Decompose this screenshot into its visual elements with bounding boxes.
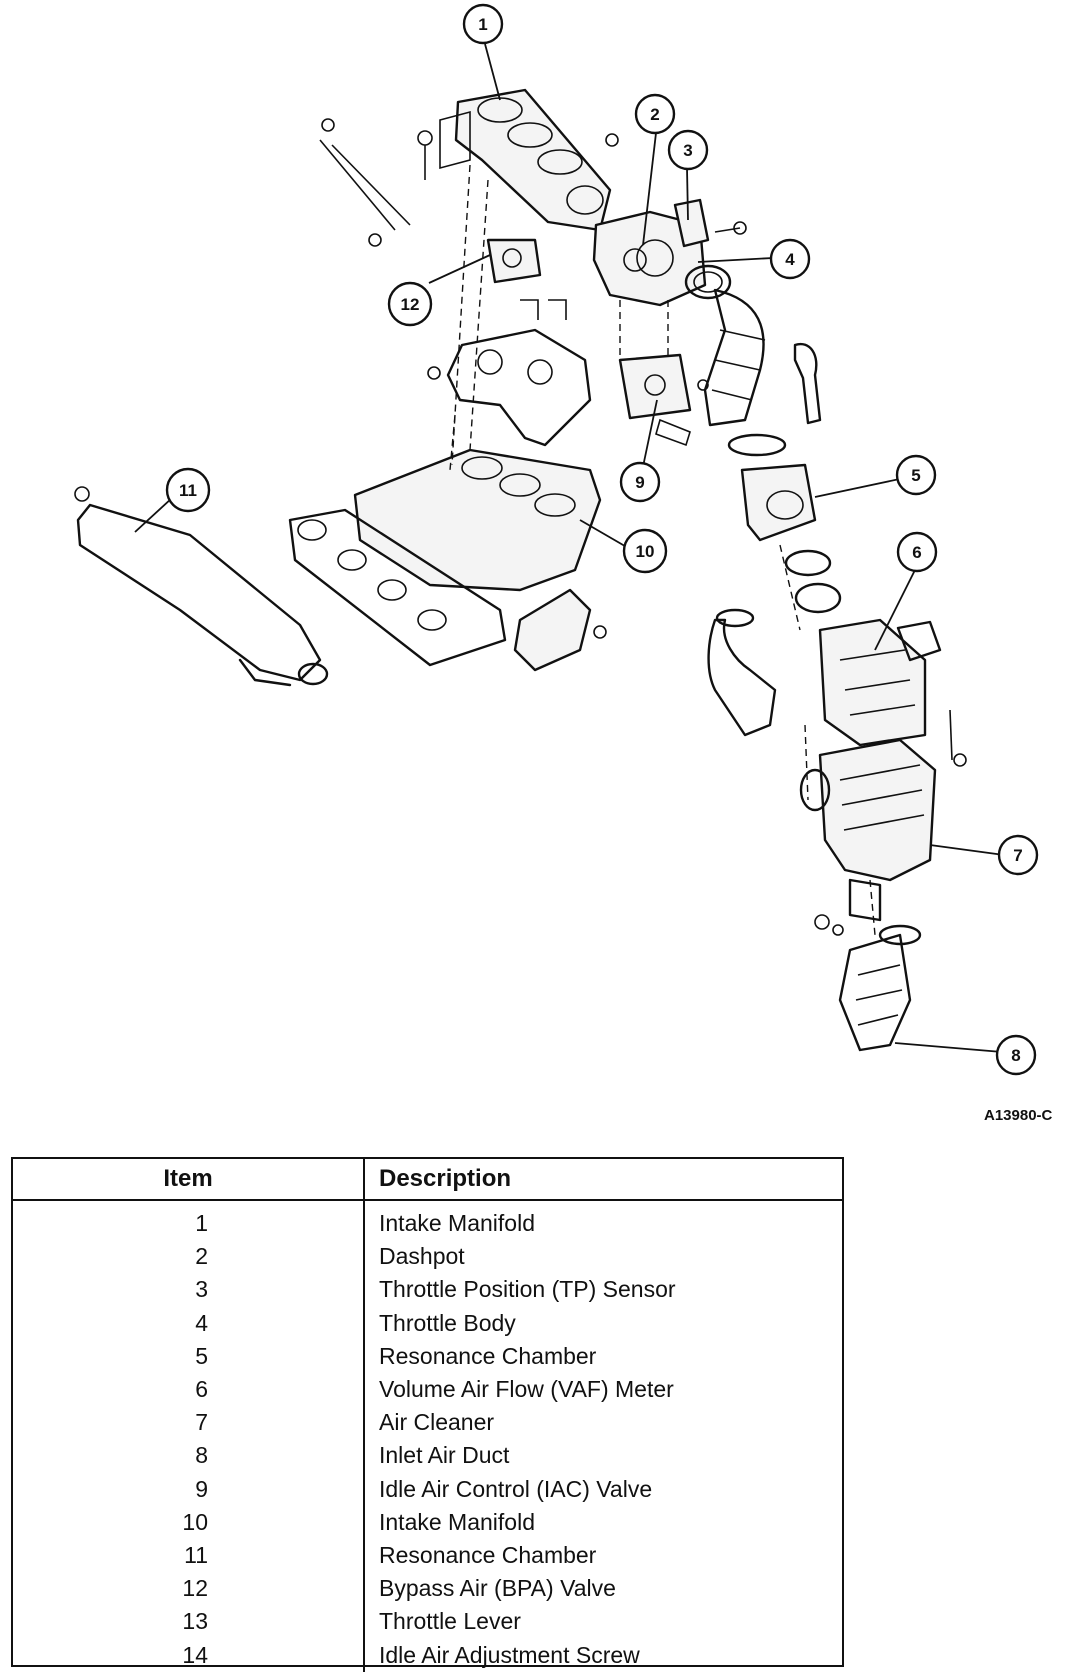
row-item: 12 (13, 1572, 365, 1606)
callout-9: 9 (619, 461, 661, 503)
table-row: 6 Volume Air Flow (VAF) Meter (13, 1372, 842, 1407)
bypass-air-valve (486, 238, 567, 320)
row-description: Throttle Body (379, 1309, 516, 1336)
callout-10: 10 (622, 528, 668, 574)
idle-air-control-valve (618, 353, 692, 447)
svg-text:6: 6 (912, 543, 921, 562)
table-row: 1 Intake Manifold (13, 1200, 842, 1241)
table-row: 5 Resonance Chamber (13, 1339, 842, 1373)
table-row: 14 Idle Air Adjustment Screw (13, 1638, 842, 1672)
callout-8: 8 (995, 1034, 1037, 1076)
callout-3: 3 (667, 129, 709, 171)
table-row: 12 Bypass Air (BPA) Valve (13, 1572, 842, 1606)
row-description: Resonance Chamber (379, 1541, 597, 1568)
table-row: 3 Throttle Position (TP) Sensor (13, 1273, 842, 1307)
callout-12: 12 (387, 281, 433, 327)
table-row: 7 Air Cleaner (13, 1406, 842, 1440)
row-description: Idle Air Control (IAC) Valve (379, 1475, 653, 1502)
inlet-air-duct (814, 914, 922, 1052)
svg-text:7: 7 (1013, 846, 1022, 865)
table-row: 11 Resonance Chamber (13, 1538, 842, 1573)
row-item: 10 (13, 1505, 365, 1539)
table-row: 13 Throttle Lever (13, 1605, 842, 1639)
row-description: Inlet Air Duct (379, 1442, 510, 1469)
row-description: Throttle Position (TP) Sensor (379, 1276, 676, 1303)
svg-text:8: 8 (1011, 1046, 1020, 1065)
callout-4: 4 (769, 238, 811, 280)
row-description: Intake Manifold (379, 1210, 535, 1237)
callout-1: 1 (462, 3, 504, 45)
legend-table: Item Description 1 Intake Manifold 2 Das… (11, 1157, 844, 1672)
resonance-chamber-tube (74, 486, 329, 687)
callout-11: 11 (165, 467, 211, 513)
resonance-chamber (740, 463, 842, 614)
svg-text:2: 2 (650, 105, 659, 124)
table-row: 8 Inlet Air Duct (13, 1439, 842, 1473)
svg-text:4: 4 (785, 250, 795, 269)
row-description: Idle Air Adjustment Screw (379, 1641, 640, 1668)
row-item: 6 (13, 1372, 365, 1407)
fastener-hardware (319, 118, 967, 767)
row-item: 4 (13, 1306, 365, 1340)
row-item: 5 (13, 1339, 365, 1373)
svg-text:5: 5 (911, 466, 920, 485)
air-cleaner (799, 738, 937, 922)
callout-6: 6 (896, 531, 938, 573)
row-description: Resonance Chamber (379, 1342, 597, 1369)
svg-text:10: 10 (636, 542, 655, 561)
manifold-gasket (446, 328, 592, 447)
leader-lines (134, 43, 1005, 1053)
svg-text:11: 11 (179, 481, 197, 500)
callout-7: 7 (997, 834, 1039, 876)
table-row: 2 Dashpot (13, 1240, 842, 1274)
svg-text:1: 1 (478, 15, 487, 34)
callout-2: 2 (634, 93, 676, 135)
volume-air-flow-meter (818, 618, 942, 747)
row-description: Bypass Air (BPA) Valve (379, 1575, 616, 1602)
row-description: Dashpot (379, 1243, 465, 1270)
upper-intake-manifold (439, 88, 612, 232)
row-item: 2 (13, 1240, 365, 1274)
row-item: 7 (13, 1406, 365, 1440)
svg-text:3: 3 (683, 141, 692, 160)
row-item: 9 (13, 1472, 365, 1506)
row-item: 14 (13, 1638, 365, 1672)
callout-5: 5 (895, 454, 937, 496)
svg-text:12: 12 (401, 295, 420, 314)
air-duct-hose (703, 288, 822, 457)
figure-code: A13980-C (984, 1107, 1053, 1124)
lower-intake-manifold (288, 448, 602, 672)
legend-header-row: Item Description (13, 1159, 842, 1201)
row-description: Air Cleaner (379, 1409, 495, 1436)
air-cleaner-side-duct (707, 608, 777, 737)
row-item: 3 (13, 1273, 365, 1307)
row-description: Throttle Lever (379, 1608, 521, 1635)
table-row: 10 Intake Manifold (13, 1505, 842, 1539)
svg-text:9: 9 (635, 473, 644, 492)
row-item: 8 (13, 1439, 365, 1473)
table-row: 9 Idle Air Control (IAC) Valve (13, 1472, 842, 1506)
row-item: 13 (13, 1605, 365, 1639)
table-row: 4 Throttle Body (13, 1306, 842, 1340)
row-description: Volume Air Flow (VAF) Meter (379, 1376, 674, 1403)
header-item: Item (13, 1159, 365, 1201)
row-item: 1 (13, 1200, 365, 1241)
exploded-intake-diagram: 1 2 3 4 5 6 7 8 9 10 11 12 (74, 3, 1039, 1076)
assembly-lines (449, 164, 876, 936)
row-description: Intake Manifold (379, 1508, 535, 1535)
throttle-body-assembly (592, 198, 732, 307)
row-item: 11 (13, 1538, 365, 1573)
header-description: Description (364, 1159, 842, 1201)
